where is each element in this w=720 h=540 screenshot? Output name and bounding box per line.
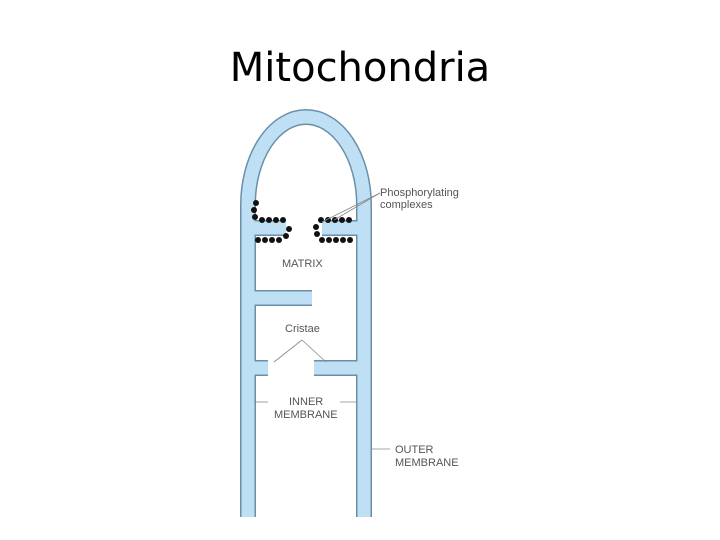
particle [347,237,353,243]
particle [318,217,324,223]
particle [286,226,292,232]
particle [346,217,352,223]
particle [251,207,257,213]
membrane-structure [240,109,372,517]
membrane-fill [241,110,371,517]
particle [333,237,339,243]
diagram-labels: Phosphorylating complexes MATRIX Cristae… [274,187,459,469]
particle [269,237,275,243]
label-inner-line1: INNER [289,396,323,408]
particle [266,217,272,223]
label-cristae: Cristae [285,323,320,335]
label-outer-line1: OUTER [395,444,434,456]
particle [276,237,282,243]
particle [280,217,286,223]
leader-cristae-left [273,339,303,363]
particle [283,233,289,239]
phosphorylating-particles [251,200,353,243]
leader-cristae-right [301,339,327,363]
label-inner-line2: MEMBRANE [274,409,338,421]
particle [319,237,325,243]
particle [253,200,259,206]
membrane-outline [240,109,372,517]
slide-title: Mitochondria [229,45,491,91]
particle [314,231,320,237]
leader-lines [254,192,390,450]
particle [326,237,332,243]
leader-phosphorylating-2 [333,192,381,221]
particle [255,237,261,243]
particle [339,217,345,223]
particle [259,217,265,223]
particle [340,237,346,243]
label-phosphorylating-line2: complexes [380,199,433,211]
leader-phosphorylating-1 [321,192,381,223]
particle [273,217,279,223]
label-phosphorylating-line1: Phosphorylating [380,187,459,199]
label-outer-line2: MEMBRANE [395,457,459,469]
label-matrix: MATRIX [282,258,323,270]
particle [262,237,268,243]
particle [252,214,258,220]
particle [313,224,319,230]
